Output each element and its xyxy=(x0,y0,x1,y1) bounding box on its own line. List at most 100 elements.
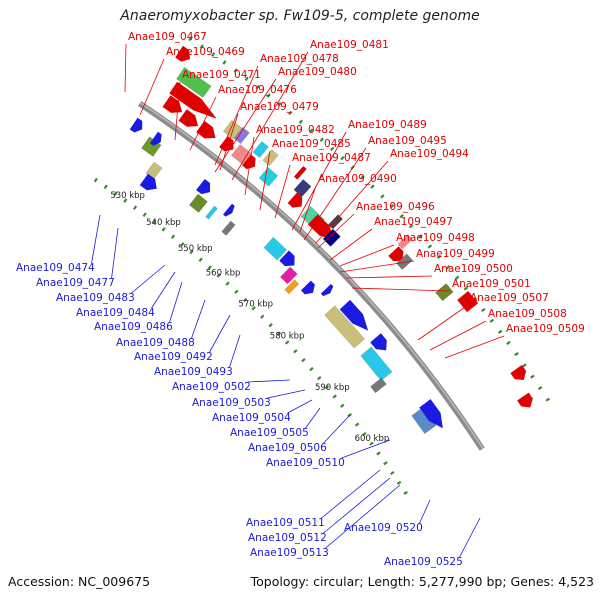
track-dot xyxy=(408,223,414,229)
kbp-tick-label: 540 kbp xyxy=(146,218,181,228)
forward-gene-label: Anae109_0480 xyxy=(278,66,357,78)
kbp-tick-label: 550 kbp xyxy=(178,244,213,254)
gene-arrow xyxy=(320,283,334,297)
leader-line xyxy=(214,65,259,166)
track-dot xyxy=(309,128,314,133)
track-dot xyxy=(113,191,118,196)
reverse-gene-label: Anae109_0492 xyxy=(134,351,213,363)
kbp-tick-label: 560 kbp xyxy=(206,269,241,279)
track-dot xyxy=(199,44,204,49)
track-dot xyxy=(277,101,282,107)
leader-line xyxy=(321,469,381,519)
gene-arrow xyxy=(178,109,199,127)
forward-gene-label: Anae109_0507 xyxy=(470,292,549,304)
leader-line xyxy=(259,150,271,211)
reverse-gene-label: Anae109_0477 xyxy=(36,277,115,289)
leader-line xyxy=(231,51,309,181)
gene-box xyxy=(221,220,236,236)
track-dot xyxy=(362,432,367,437)
reverse-gene-label: Anae109_0505 xyxy=(230,427,309,439)
track-dot xyxy=(170,234,176,240)
track-dot xyxy=(161,227,166,232)
forward-gene-label: Anae109_0490 xyxy=(318,173,397,185)
backbone-arc xyxy=(137,101,485,451)
forward-gene-label: Anae109_0508 xyxy=(488,308,567,320)
gene-box xyxy=(263,236,288,261)
reverse-gene-label: Anae109_0486 xyxy=(94,321,173,333)
track-dot xyxy=(285,340,290,345)
track-dot xyxy=(142,212,147,218)
leader-line xyxy=(303,147,367,241)
track-dot xyxy=(103,184,108,190)
track-dot xyxy=(268,323,273,328)
gene-arrow xyxy=(149,131,162,146)
reverse-gene-label: Anae109_0506 xyxy=(248,442,327,454)
forward-gene-label: Anae109_0469 xyxy=(166,46,245,58)
leader-line xyxy=(267,389,306,399)
gene-box xyxy=(258,166,279,187)
genome-backbone xyxy=(137,101,485,451)
gene-arrow xyxy=(223,203,235,217)
leader-line xyxy=(317,213,355,249)
track-dot xyxy=(545,397,551,402)
reverse-gene-label: Anae109_0513 xyxy=(250,547,329,559)
track-dot xyxy=(489,318,495,323)
leader-line xyxy=(417,304,469,341)
gene-box xyxy=(188,193,208,213)
track-dot xyxy=(537,386,543,391)
track-dot xyxy=(293,349,298,354)
track-dot xyxy=(427,244,433,249)
track-dot xyxy=(152,219,157,225)
gene-box xyxy=(324,305,366,349)
reverse-gene-label: Anae109_0488 xyxy=(116,337,195,349)
track-dot xyxy=(436,254,442,259)
leader-line xyxy=(315,160,389,244)
forward-gene-label: Anae109_0495 xyxy=(368,135,447,147)
accession-label: Accession: NC_009675 xyxy=(8,574,151,589)
kbp-tick-label: 580 kbp xyxy=(270,332,305,342)
track-dot xyxy=(339,403,345,408)
leader-line xyxy=(191,299,206,339)
track-dot xyxy=(454,275,460,280)
track-dot xyxy=(188,36,193,42)
leader-line xyxy=(139,58,165,116)
gene-arrow xyxy=(129,117,143,133)
gene-arrow xyxy=(510,365,527,380)
forward-gene-label: Anae109_0496 xyxy=(356,201,435,213)
gene-arrow xyxy=(139,173,157,191)
track-dot xyxy=(369,441,374,446)
gene-box xyxy=(370,377,387,394)
track-dot xyxy=(418,234,423,239)
leader-line xyxy=(287,399,313,414)
leader-line xyxy=(169,281,183,323)
leader-line xyxy=(305,407,321,429)
track-dot xyxy=(189,249,194,255)
reverse-gene-labels: Anae109_0474Anae109_0477Anae109_0483Anae… xyxy=(16,214,481,568)
track-dot xyxy=(396,480,402,485)
leader-line xyxy=(247,379,291,383)
leader-line xyxy=(174,81,181,141)
track-dot xyxy=(211,52,216,57)
reverse-gene-label: Anae109_0484 xyxy=(76,307,155,319)
leader-line xyxy=(274,164,291,219)
leader-line xyxy=(244,136,255,196)
gene-box xyxy=(397,234,414,250)
kbp-tick-label: 600 kbp xyxy=(355,434,390,444)
leader-line xyxy=(209,314,231,353)
track-dot xyxy=(288,110,293,116)
reverse-gene-label: Anae109_0493 xyxy=(154,366,233,378)
gene-arrow xyxy=(196,178,211,195)
gene-box xyxy=(360,346,393,382)
track-dot xyxy=(370,184,375,189)
leader-line xyxy=(429,320,487,351)
track-dot xyxy=(266,93,271,98)
gene-arrow xyxy=(307,214,335,241)
track-dot xyxy=(317,375,322,381)
reverse-gene-label: Anae109_0504 xyxy=(212,412,291,424)
track-dot xyxy=(301,357,306,363)
leader-line xyxy=(341,439,391,459)
leader-line xyxy=(151,271,176,309)
forward-gene-label: Anae109_0494 xyxy=(390,148,469,160)
